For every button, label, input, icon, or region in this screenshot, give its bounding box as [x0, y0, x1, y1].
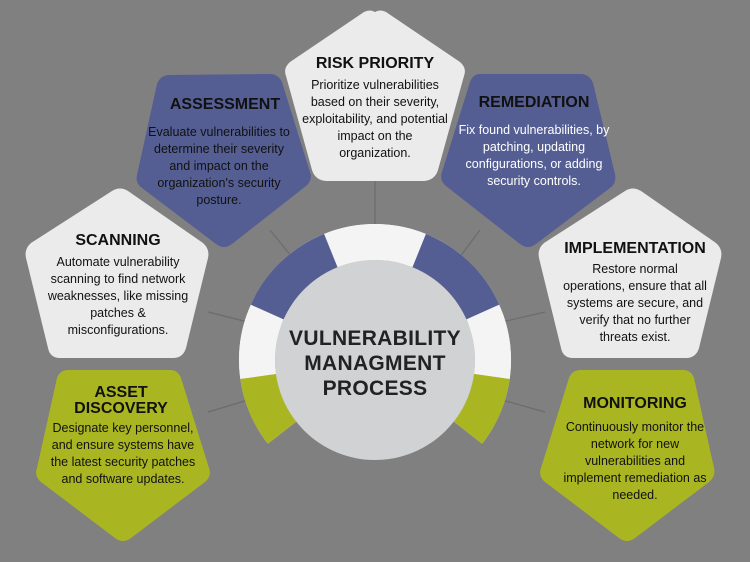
card-shape-risk-priority: [285, 10, 465, 181]
card-shape-implementation: [538, 188, 722, 358]
ring-segment-implementation: [468, 313, 511, 379]
card-title-implementation: IMPLEMENTATION: [564, 240, 706, 257]
card-desc-implementation: Restore normal operations, ensure that a…: [563, 262, 707, 344]
connector-implementation: [501, 311, 546, 323]
ring-segment-monitoring: [453, 373, 510, 444]
ring-segment-assessment: [250, 233, 338, 320]
center-title-line-2: MANAGMENT: [304, 352, 446, 375]
ring-segment-risk-priority: [328, 223, 422, 267]
card-title-risk-priority: RISK PRIORITY: [315, 55, 435, 72]
card-shape-remediation: [441, 74, 616, 247]
card-shape-monitoring: [540, 370, 715, 541]
card-title-assessment: ASSESSMENT: [169, 96, 281, 113]
card-desc-monitoring: Continuously monitor the network for new…: [563, 420, 707, 502]
connector-monitoring: [501, 399, 546, 413]
card-desc-risk-priority: Prioritize vulnerabilities based on thei…: [302, 78, 448, 160]
card-title-remediation: REMEDIATION: [478, 94, 590, 111]
card-desc-scanning: Automate vulnerability scanning to find …: [47, 255, 189, 337]
card-desc-remediation: Fix found vulnerabilities, by patching, …: [458, 123, 610, 188]
ring-segment-asset-discovery: [240, 373, 297, 444]
card-title-monitoring: MONITORING: [583, 395, 687, 412]
center-title: VULNERABILITY MANAGMENT PROCESS: [285, 326, 465, 401]
ring-segment-remediation: [412, 233, 500, 320]
connector-asset-discovery: [207, 399, 249, 413]
card-title-asset-discovery: ASSET DISCOVERY: [74, 384, 168, 417]
card-shape-scanning: [25, 188, 209, 358]
center-title-line-1: VULNERABILITY: [289, 327, 461, 350]
ring-segment-scanning: [239, 313, 282, 379]
card-desc-asset-discovery: Designate key personnel, and ensure syst…: [50, 421, 196, 486]
center-title-line-3: PROCESS: [322, 377, 428, 400]
card-desc-assessment: Evaluate vulnerabilities to determine th…: [148, 125, 290, 207]
card-shape-asset-discovery: [36, 370, 210, 541]
card-shape-assessment: [136, 74, 311, 247]
card-title-scanning: SCANNING: [75, 232, 161, 249]
connector-scanning: [207, 311, 249, 323]
center-disk: [275, 260, 475, 460]
